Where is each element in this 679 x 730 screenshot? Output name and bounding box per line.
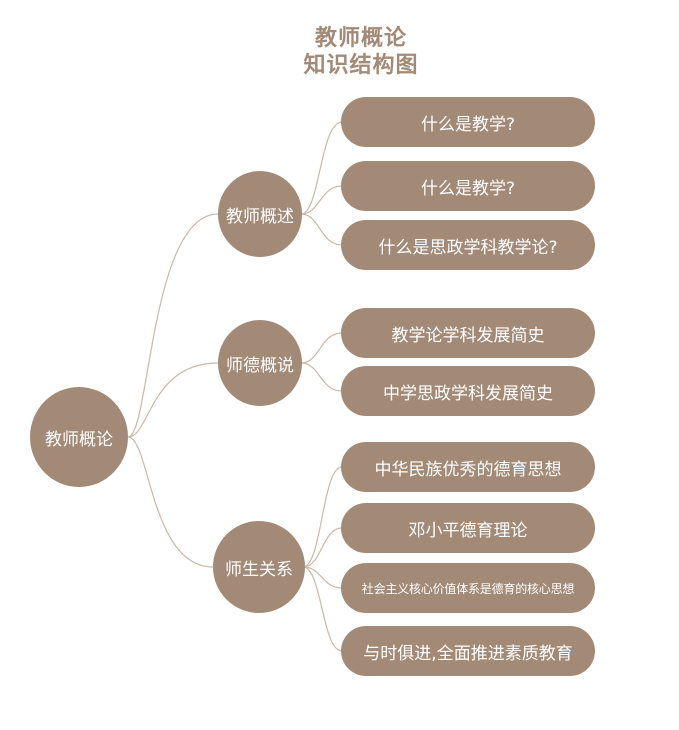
root-node-label: 教师概论 xyxy=(45,429,113,450)
connector-branch-3-leaf-1 xyxy=(302,466,343,568)
connector-branch-3-leaf-2 xyxy=(302,527,343,568)
leaf-node: 教学论学科发展简史 xyxy=(341,308,595,358)
connector-branch-1-leaf-1 xyxy=(300,121,343,215)
leaf-node: 什么是教学? xyxy=(341,97,595,147)
leaf-node: 社会主义核心价值体系是德育的核心思想 xyxy=(341,563,595,613)
leaf-node-label: 中学思政学科发展简史 xyxy=(383,383,553,404)
leaf-node-label: 教学论学科发展简史 xyxy=(391,325,545,346)
root-node: 教师概论 xyxy=(30,387,128,487)
leaf-node: 与时俱进,全面推进素质教育 xyxy=(341,626,595,676)
branch-node-2: 师德概说 xyxy=(218,320,302,406)
connector-root-branch-2 xyxy=(127,362,219,438)
leaf-node-label: 社会主义核心价值体系是德育的核心思想 xyxy=(361,581,575,596)
connector-branch-3-leaf-3 xyxy=(302,566,343,589)
branch-node-label: 师生关系 xyxy=(225,559,293,580)
leaf-node-label: 中华民族优秀的德育思想 xyxy=(374,459,562,480)
connector-root-branch-3 xyxy=(127,436,214,568)
branch-node-label: 师德概说 xyxy=(226,355,294,376)
leaf-node-label: 邓小平德育理论 xyxy=(408,520,528,541)
leaf-node: 中学思政学科发展简史 xyxy=(341,366,595,416)
leaf-node: 中华民族优秀的德育思想 xyxy=(341,442,595,492)
branch-node-label: 教师概述 xyxy=(226,206,294,227)
leaf-node-label: 什么是教学? xyxy=(420,114,516,135)
connector-branch-3-leaf-4 xyxy=(302,566,343,652)
page-subtitle: 知识结构图 xyxy=(303,53,419,78)
connector-branch-2-leaf-2 xyxy=(300,362,343,392)
leaf-node-label: 与时俱进,全面推进素质教育 xyxy=(363,643,573,664)
leaf-node: 什么是教学? xyxy=(341,161,595,211)
leaf-node: 邓小平德育理论 xyxy=(341,503,595,553)
connector-root-branch-1 xyxy=(127,213,219,438)
page-title: 教师概论 xyxy=(314,26,407,51)
connector-branch-1-leaf-3 xyxy=(300,213,343,246)
connector-branch-1-leaf-2 xyxy=(300,185,343,215)
branch-node-3: 师生关系 xyxy=(213,521,305,613)
leaf-node: 什么是思政学科教学论? xyxy=(341,220,595,270)
leaf-node-label: 什么是思政学科教学论? xyxy=(378,237,558,258)
connector-branch-2-leaf-1 xyxy=(300,332,343,364)
leaf-node-label: 什么是教学? xyxy=(420,178,516,199)
branch-node-1: 教师概述 xyxy=(218,171,302,257)
